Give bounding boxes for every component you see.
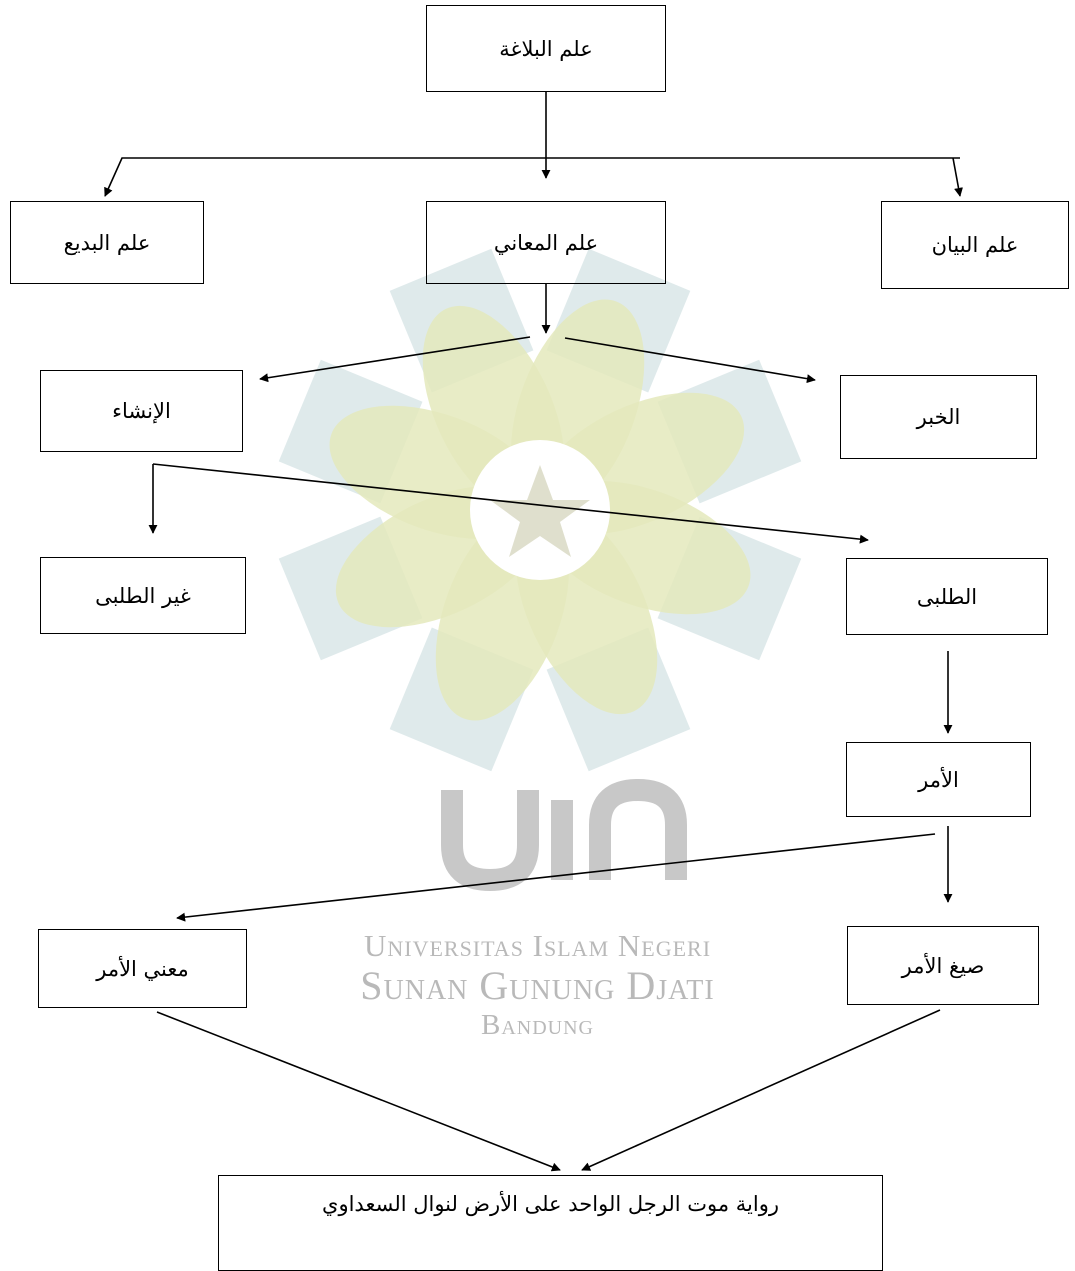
arrow-to-khabar — [564, 337, 816, 384]
node-maani: علم المعاني — [426, 201, 666, 284]
logo-star-icon — [490, 465, 590, 557]
watermark-university-line: Universitas Islam Negeri — [363, 928, 712, 963]
node-khabar: الخبر — [840, 375, 1037, 459]
connectors — [104, 92, 963, 1172]
watermark-city-line: Bandung — [480, 1009, 594, 1041]
node-talabi: الطلبى — [846, 558, 1048, 635]
node-badi: علم البديع — [10, 201, 204, 284]
uin-logo-mark — [441, 778, 687, 892]
node-maani-amr: معني الأمر — [38, 929, 247, 1008]
node-balagha: علم البلاغة — [426, 5, 666, 92]
logo-petals — [278, 248, 802, 772]
node-bayan: علم البيان — [881, 201, 1069, 289]
node-insha: الإنشاء — [40, 370, 243, 452]
arrow-branch-to-badi — [104, 157, 960, 197]
arrow-insha-to-talabi — [152, 463, 869, 544]
node-amr: الأمر — [846, 742, 1031, 817]
arrow-amr-to-maani-amr — [176, 833, 936, 922]
arrow-maani-amr-to-novel — [156, 1011, 561, 1172]
arrow-branch-to-bayan — [952, 157, 963, 197]
university-logo-watermark — [278, 248, 802, 892]
arrow-to-insha — [259, 336, 531, 383]
node-novel: رواية موت الرجل الواحد على الأرض لنوال ا… — [218, 1175, 883, 1271]
node-siyagh-amr: صيغ الأمر — [847, 926, 1039, 1005]
node-ghair-talabi: غير الطلبى — [40, 557, 246, 634]
arrow-siyagh-to-novel — [581, 1009, 941, 1171]
watermark-campus-line: Sunan Gunung Djati — [360, 963, 715, 1008]
